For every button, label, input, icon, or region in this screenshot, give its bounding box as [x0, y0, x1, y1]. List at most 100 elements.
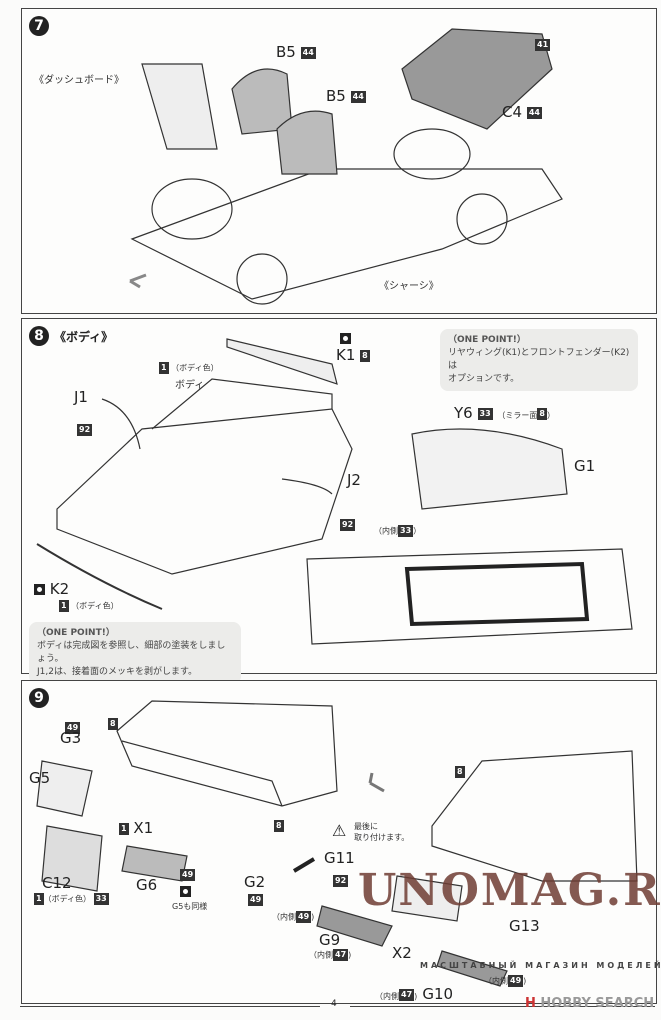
step-7-panel: 7 《ダッシュボード》 B5 44 B5 44 41 C4 44 《シャーシ》: [21, 8, 657, 314]
one-point-box-2: （ONE POINT!） ボディは完成図を参照し、細部の塗装をしましょう。 J1…: [29, 622, 241, 684]
g2-color: 49: [248, 889, 264, 908]
j2-color: 92: [340, 514, 356, 533]
part-id: Y6: [454, 404, 473, 422]
color-badge: 8: [537, 407, 547, 420]
color-badge: 8: [274, 819, 284, 832]
color-badge: 44: [526, 106, 542, 119]
step-9-panel: 9 49 G3 8 G5 1 X1 C12 1（ボディ色） 33 G6 49 G…: [21, 680, 657, 1004]
j1-color: 92: [77, 419, 93, 438]
watermark-subtitle: МАСШТАБНЫЙ МАГАЗИН МОДЕЛЕЙ: [420, 961, 661, 970]
part-id: G10: [422, 985, 454, 1003]
color-note: （ボディ色）: [71, 601, 119, 611]
seat-b5-label: B5 44: [276, 43, 316, 61]
dashboard-label: 《ダッシュボード》: [34, 75, 124, 86]
step-number: 8: [29, 326, 49, 346]
footer-rule: [20, 1006, 320, 1007]
g11-label: G11: [324, 849, 355, 867]
color-badge: 8: [108, 717, 118, 730]
footer-rule: [350, 1006, 655, 1007]
color-badge: 8: [360, 349, 370, 362]
logo-text: HOBBY SEARCH: [540, 996, 655, 1011]
part-id: K1: [336, 346, 356, 364]
color-badge: 49: [508, 975, 524, 987]
g6-label: G6: [136, 876, 158, 894]
chassis-label: 《シャーシ》: [379, 281, 439, 292]
note: （内側: [375, 992, 399, 1001]
part-id: B5: [326, 87, 346, 105]
one-point-title: （ONE POINT!）: [448, 335, 526, 345]
one-point-title: （ONE POINT!）: [37, 628, 115, 638]
note: （内側: [484, 976, 508, 986]
color-badge: 33: [398, 525, 414, 537]
part-id: B5: [276, 43, 296, 61]
color-badge: 92: [333, 874, 349, 887]
x2-label: X2: [392, 944, 412, 962]
option-icon: [180, 881, 191, 900]
option-icon: [340, 328, 351, 347]
c12-label: C12: [42, 874, 72, 892]
g5-same-note: G5も同様: [172, 902, 208, 911]
seat-b5-label-2: B5 44: [326, 87, 366, 105]
g2-label: G2: [244, 873, 266, 891]
color-note: （ボディ色）: [171, 363, 219, 373]
warning-text: 取り付けます。: [354, 833, 410, 842]
g9-label: G9: [319, 931, 341, 949]
color-badge: 47: [399, 988, 415, 1001]
note: ）: [413, 526, 422, 536]
one-point-box-1: （ONE POINT!） リヤウィング(K1)とフロントフェンダー(K2)は オ…: [440, 329, 638, 391]
g3-label: G3: [60, 729, 82, 747]
color-badge: 1: [59, 600, 69, 612]
step-number: 9: [29, 688, 49, 708]
part-id: X1: [133, 819, 154, 837]
body-drawing: [36, 338, 633, 645]
rear-seat-c4-label: C4 44: [502, 103, 542, 121]
note: （内側: [374, 526, 398, 536]
option-icon: [34, 584, 45, 595]
color-badge: 1: [119, 822, 129, 835]
color-badge: 1: [159, 362, 169, 374]
color-badge: 33: [477, 407, 493, 420]
color-note: （ボディ色）: [43, 894, 92, 904]
note: （内側: [309, 950, 333, 960]
g3-color: 49: [65, 717, 81, 736]
color-badge: 1: [34, 893, 44, 905]
note: （ミラー面: [497, 411, 538, 420]
watermark: UNOMAG.RU: [358, 865, 661, 916]
color-badge: 41: [535, 38, 551, 51]
color-badge: 49: [248, 893, 264, 906]
g1-label: G1: [574, 457, 596, 475]
c12-color: 1（ボディ色） 33: [34, 893, 109, 905]
one-point-text: J1,2は、接着面のメッキを剥がします。: [37, 667, 198, 677]
g11-color: 92: [333, 870, 349, 889]
k2-label: K2: [34, 580, 69, 598]
g13-label: G13: [509, 917, 540, 935]
k1-label: K1 8: [336, 346, 370, 364]
logo-mark: H: [525, 996, 536, 1011]
x1-label: 1 X1: [119, 819, 153, 837]
part-id: K2: [49, 580, 70, 598]
warning-note: 最後に取り付けます。: [354, 821, 409, 843]
color-badge: 33: [93, 893, 109, 905]
one-point-text: ボディは完成図を参照し、細部の塗装をしましょう。: [37, 641, 226, 664]
color-badge: 44: [350, 90, 366, 103]
color-badge: 92: [340, 518, 356, 531]
chrome-color: 8: [274, 815, 284, 834]
shelf-color: 41: [535, 34, 551, 53]
color-badge: 92: [77, 423, 93, 436]
chrome-color: 8: [108, 713, 118, 732]
note: （内側: [272, 912, 296, 922]
color-badge: 8: [455, 765, 465, 778]
step-8-panel: 8 《ボディ》 K1 8 1 （ボディ色） ボディ J1 92 （ONE POI…: [21, 318, 657, 684]
body-label: ボディ: [175, 380, 205, 391]
one-point-text: リヤウィング(K1)とフロントフェンダー(K2)は: [448, 348, 630, 371]
warning-icon: ⚠: [332, 821, 347, 840]
color-badge: 44: [300, 46, 316, 59]
page-number: 4: [331, 999, 337, 1009]
step-title: 《ボディ》: [54, 330, 114, 344]
body-color: 1 （ボディ色）: [159, 362, 219, 374]
